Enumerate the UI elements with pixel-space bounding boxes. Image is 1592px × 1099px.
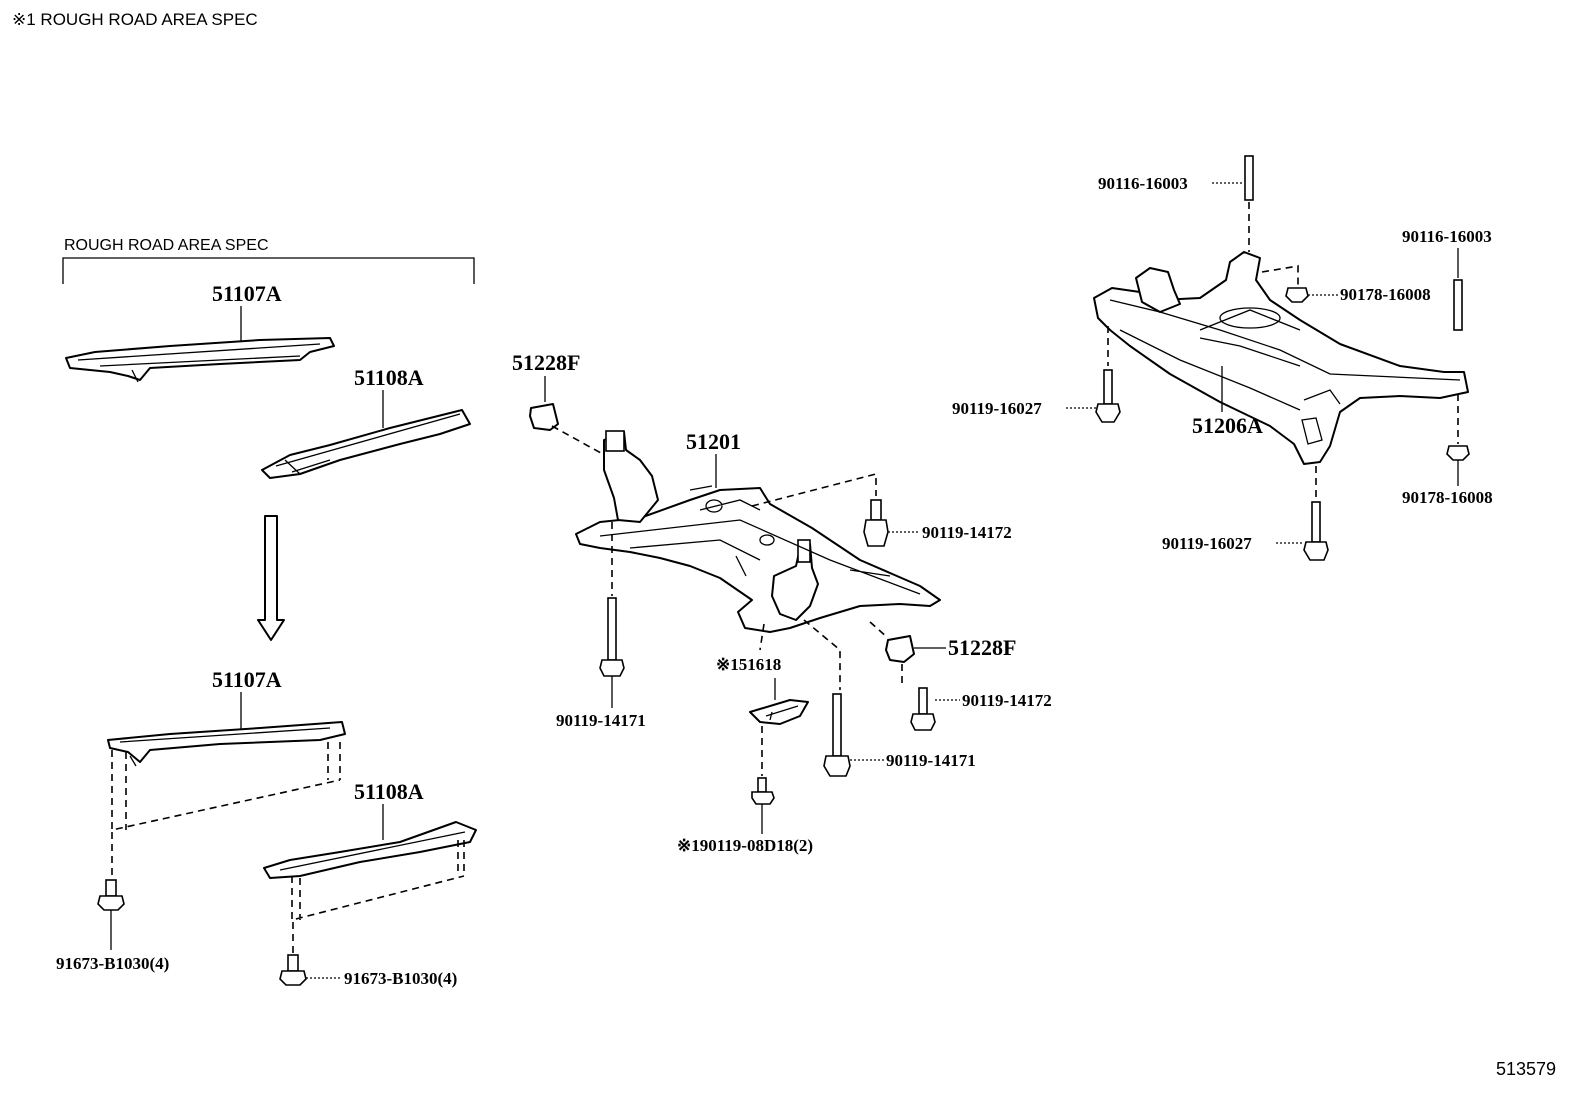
flange-nut-icon — [863, 519, 889, 547]
flange-nut-icon — [823, 755, 851, 777]
label-51108A-bottom: 51108A — [354, 779, 424, 804]
label-51206A: 51206A — [1192, 413, 1263, 438]
label-90119-14172-upper: 90119-14172 — [922, 523, 1012, 542]
bolt-icon — [607, 597, 617, 661]
label-90116-16003-right: 90116-16003 — [1402, 227, 1492, 246]
label-51228F-right: 51228F — [948, 635, 1016, 660]
label-91673-left: 91673-B1030(4) — [56, 954, 169, 973]
group-bracket — [62, 257, 475, 284]
bolt-icon — [832, 693, 842, 757]
bolt-icon — [918, 687, 928, 715]
dash-51107A-bottom — [111, 742, 341, 831]
dash-bolt-right — [803, 619, 841, 690]
brace-51108A-top-detail — [275, 413, 461, 475]
diagram-id: 513579 — [1496, 1059, 1557, 1079]
crossmember-51206A-tower — [1135, 267, 1181, 313]
plate-51618-detail — [765, 705, 799, 721]
label-51618: ※151618 — [716, 655, 781, 674]
bushing-51228F-right — [885, 635, 915, 663]
brace-51107A-top-detail — [77, 343, 321, 383]
mount-stud-left — [605, 430, 625, 452]
label-90119-08D18: ※190119-08D18(2) — [677, 836, 813, 855]
bolt-icon — [870, 499, 882, 521]
dash-crossmember-upper-right — [751, 472, 877, 507]
stud-icon — [1244, 155, 1254, 201]
flange-nut-icon — [1446, 445, 1470, 461]
brace-51107A-bottom-detail — [119, 727, 331, 767]
bolt-icon — [1311, 501, 1321, 543]
stud-icon — [1453, 279, 1463, 331]
brace-51108A-bottom — [263, 821, 477, 879]
brace-51107A-bottom — [107, 721, 346, 763]
dash-51228F-left — [551, 425, 611, 459]
flange-nut-icon — [97, 895, 125, 911]
flange-nut-icon — [910, 713, 936, 731]
label-51228F-left: 51228F — [512, 350, 580, 375]
bolt-icon — [105, 879, 117, 897]
flange-nut-icon — [279, 970, 307, 986]
label-90119-14171-left: 90119-14171 — [556, 711, 646, 730]
label-51107A-bottom: 51107A — [212, 667, 282, 692]
label-51108A-top: 51108A — [354, 365, 424, 390]
label-90119-14172-lower: 90119-14172 — [962, 691, 1052, 710]
label-51107A-top: 51107A — [212, 281, 282, 306]
label-90178-16008-top: 90178-16008 — [1340, 285, 1431, 304]
flange-nut-icon — [1285, 287, 1309, 303]
crossmember-51201-detail — [599, 485, 921, 595]
flange-nut-icon — [599, 659, 625, 677]
flange-nut-icon — [751, 791, 775, 805]
crossmember-51206A — [1093, 251, 1469, 465]
crossmember-51201 — [575, 487, 941, 633]
brace-51108A-bottom-detail — [279, 831, 466, 871]
label-90178-16008-bottom: 90178-16008 — [1402, 488, 1493, 507]
label-90119-14171-right: 90119-14171 — [886, 751, 976, 770]
rough-road-spec-note: ※1 ROUGH ROAD AREA SPEC — [12, 10, 258, 29]
dash-51228F-right — [869, 621, 889, 639]
bolt-icon — [287, 954, 299, 972]
group-label: ROUGH ROAD AREA SPEC — [64, 237, 269, 254]
down-arrow-icon — [257, 515, 285, 641]
bolt-icon — [757, 777, 767, 793]
dash-51618 — [759, 623, 765, 651]
flange-nut-icon — [1303, 541, 1329, 561]
label-90119-16027-bottom: 90119-16027 — [1162, 534, 1252, 553]
label-90116-16003-top: 90116-16003 — [1098, 174, 1188, 193]
label-91673-right: 91673-B1030(4) — [344, 969, 457, 988]
brace-51107A-top — [65, 337, 335, 381]
label-90119-16027-left: 90119-16027 — [952, 399, 1042, 418]
dash-nut-top-right — [1261, 265, 1299, 286]
bushing-51228F-left — [529, 403, 559, 431]
crossmember-51201-arm — [603, 431, 659, 523]
label-51201: 51201 — [686, 429, 741, 454]
flange-nut-icon — [1095, 403, 1121, 423]
crossmember-51206A-detail — [1109, 299, 1461, 445]
bolt-icon — [1103, 369, 1113, 405]
